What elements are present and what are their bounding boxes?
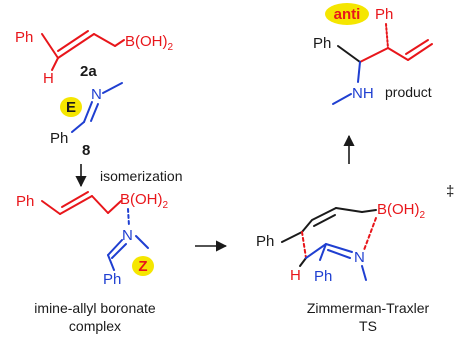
bond-ph-c — [41, 33, 59, 59]
ph-label-complex: Ph — [16, 193, 34, 210]
ts-ring-allyl — [301, 207, 337, 233]
anti-badge: anti — [334, 6, 361, 23]
imine-8: E N Ph 8 — [50, 82, 123, 159]
ph-label-2a: Ph — [15, 29, 33, 46]
bond-c-ph-complex — [107, 254, 115, 271]
boronate-complex: Ph B(OH)2 N Ph Z imine-allyl boronate co… — [16, 191, 169, 334]
bond-ch2 — [93, 33, 116, 47]
anti-badge-highlight — [325, 3, 369, 25]
compound-label-2a: 2a — [80, 63, 97, 80]
forming-cc-bond — [301, 231, 307, 259]
bond-vinyl-2a — [407, 43, 433, 61]
isomerization-step: isomerization — [75, 164, 182, 188]
bond-c-ph-ts — [319, 243, 327, 261]
boron-label-complex: B(OH)2 — [120, 191, 169, 211]
bond-c-n-b — [90, 103, 99, 122]
n-label-ts: N — [354, 249, 365, 266]
bond-n-me-product — [332, 93, 352, 105]
z-badge: Z — [138, 258, 147, 275]
bond-n-me — [102, 82, 123, 94]
bond-c-ph — [71, 121, 85, 133]
bond-ph-c-product — [337, 45, 361, 63]
boron-label-ts: B(OH)2 — [377, 201, 426, 221]
hashed-bond-ph — [385, 23, 389, 49]
product-label: product — [385, 84, 432, 100]
compound-2a: Ph H B(OH)2 2a — [15, 29, 174, 87]
b-n-dative-ts — [363, 217, 377, 251]
compound-label-8: 8 — [82, 142, 90, 159]
ts-caption-1: Zimmerman-Traxler — [307, 300, 430, 316]
z-badge-highlight — [132, 256, 154, 276]
nh-label: NH — [352, 85, 374, 102]
imine-n-label: N — [91, 86, 102, 103]
ph-label-ts: Ph — [256, 233, 274, 250]
bond-c-b-complex — [107, 200, 122, 214]
product: anti Ph Ph NH product — [313, 3, 433, 105]
boronic-acid-label: B(OH)2 — [125, 33, 174, 53]
bond-c-b-ts — [361, 209, 377, 213]
bond-vinyl-1 — [387, 47, 409, 61]
dagger-symbol: ‡ — [446, 183, 454, 200]
e-badge: E — [66, 99, 76, 116]
bond-dbl-complex-b — [61, 191, 89, 208]
ts-caption-2: TS — [359, 318, 377, 334]
bond-cn-complex-a — [107, 239, 123, 256]
ph-label-8: Ph — [50, 130, 68, 147]
bond-ch2-complex — [91, 195, 109, 214]
bond-c-b — [114, 39, 125, 47]
complex-caption-1: imine-allyl boronate — [34, 300, 156, 316]
bond-cn-complex-b — [111, 243, 127, 259]
ts-ring-allyl-b — [313, 214, 336, 227]
isomerization-label: isomerization — [100, 168, 182, 184]
bond-dbl-complex-a — [59, 195, 93, 215]
ph-label-product-top: Ph — [375, 6, 393, 23]
ph-label-product-left: Ph — [313, 35, 331, 52]
b-n-coordination — [127, 208, 130, 227]
bond-ph-c-complex — [41, 200, 61, 215]
bond-ph-c-ts — [281, 231, 303, 243]
bond-double-a — [57, 33, 95, 59]
bond-c-h — [51, 57, 59, 71]
bond-ch2-ts — [335, 207, 363, 213]
bond-c-h-ts — [299, 257, 307, 267]
ts-cn-double — [327, 249, 351, 259]
bond-n-me-ts — [361, 265, 367, 281]
bond-c-n-a — [83, 101, 93, 123]
bond-n-me-complex — [135, 235, 149, 249]
bond-c-c-product — [359, 47, 389, 63]
h-label-ts: H — [290, 267, 301, 284]
e-badge-highlight — [60, 97, 82, 117]
ph-label-imine-complex: Ph — [103, 271, 121, 288]
bond-vinyl-2b — [405, 39, 429, 55]
ph-label-imine-ts: Ph — [314, 268, 332, 285]
wedge-bond-nh — [357, 61, 361, 83]
zimmerman-traxler-ts: Ph B(OH)2 ‡ H N Ph Zimmerman-Traxler TS — [256, 183, 454, 334]
complex-caption-2: complex — [69, 318, 121, 334]
n-label-complex: N — [122, 227, 133, 244]
h-label-2a: H — [43, 70, 54, 87]
bond-double-b — [57, 30, 89, 52]
